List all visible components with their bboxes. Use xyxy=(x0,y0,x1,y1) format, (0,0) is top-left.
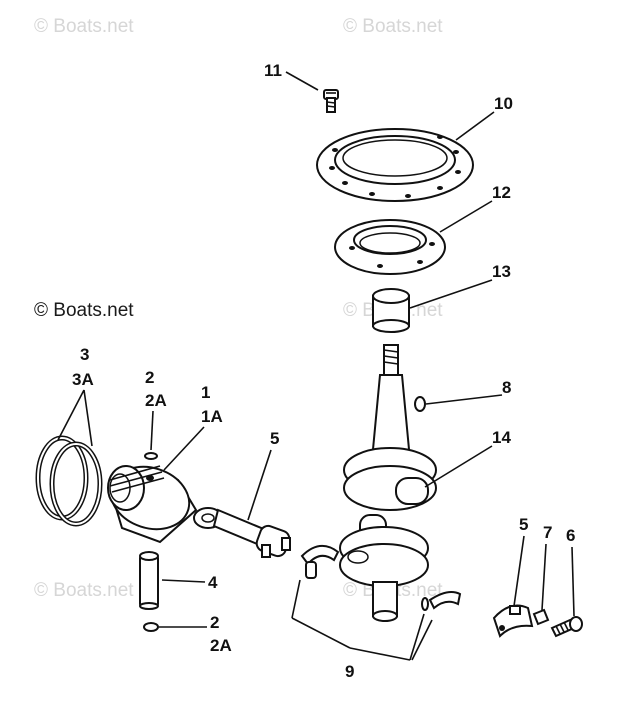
piston-part-1 xyxy=(107,465,198,544)
callout-5-cap: 5 xyxy=(519,515,528,534)
leader-7 xyxy=(541,543,547,611)
watermark-top-right: © Boats.net xyxy=(343,16,443,37)
leader-2-top xyxy=(150,410,154,451)
callout-5-rod: 5 xyxy=(270,429,279,448)
callout-9: 9 xyxy=(345,662,354,681)
rod-cap-part-5 xyxy=(492,604,534,638)
leader-5-cap xyxy=(513,535,525,607)
callout-14: 14 xyxy=(492,428,511,447)
callout-2a-top: 2A xyxy=(145,391,167,410)
callout-1: 1 xyxy=(201,383,210,402)
callout-13: 13 xyxy=(492,262,511,281)
callout-2-top: 2 xyxy=(145,368,154,387)
retainer-part-2-bottom xyxy=(143,622,159,632)
leader-1 xyxy=(163,426,205,471)
retainer-part-2-top xyxy=(144,452,158,460)
watermark-top-left: © Boats.net xyxy=(34,16,134,37)
watermark-bottom-left: © Boats.net xyxy=(34,580,134,601)
leader-13 xyxy=(409,279,493,309)
leader-8 xyxy=(425,394,503,405)
callout-8: 8 xyxy=(502,378,511,397)
callout-3: 3 xyxy=(80,345,89,364)
bearing-part-9 xyxy=(291,545,462,661)
connecting-rod-part-5 xyxy=(193,507,291,558)
leader-3-b xyxy=(83,389,93,447)
callout-7: 7 xyxy=(543,523,552,542)
watermark-mid-left: © Boats.net xyxy=(34,300,134,321)
callout-6: 6 xyxy=(566,526,575,545)
callout-12: 12 xyxy=(492,183,511,202)
piston-pin-part-4 xyxy=(139,551,159,610)
callout-3a: 3A xyxy=(72,370,94,389)
piston-rings-part-3 xyxy=(35,435,103,527)
lock-washer-part-7 xyxy=(532,608,550,626)
seal-housing-part-12 xyxy=(334,219,446,275)
leader-14 xyxy=(424,445,493,488)
key-part-8 xyxy=(414,396,426,412)
leader-3-a xyxy=(57,389,85,441)
callout-10: 10 xyxy=(494,94,513,113)
callout-2-bottom: 2 xyxy=(210,613,219,632)
screw-part-11 xyxy=(323,89,339,113)
plate-part-10 xyxy=(316,128,474,202)
leader-5-rod xyxy=(247,449,272,521)
leader-10 xyxy=(455,111,495,141)
rod-bolt-part-6 xyxy=(550,616,583,638)
leader-6 xyxy=(571,546,575,617)
crankshaft-part-14 xyxy=(339,344,437,622)
leader-12 xyxy=(439,200,493,233)
leader-11 xyxy=(285,71,319,91)
callout-4: 4 xyxy=(208,573,218,592)
callout-1a: 1A xyxy=(201,407,223,426)
callout-2a-bottom: 2A xyxy=(210,636,232,655)
leader-4 xyxy=(161,579,206,583)
callout-11: 11 xyxy=(264,61,282,80)
bushing-part-13 xyxy=(372,288,410,333)
